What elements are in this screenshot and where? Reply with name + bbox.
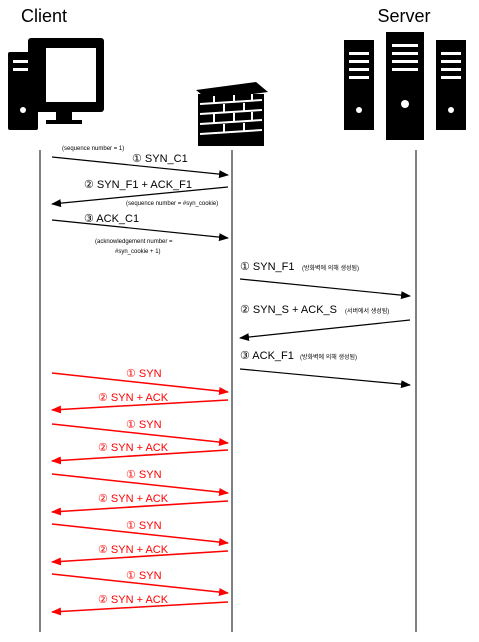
message-arrow: [51, 219, 229, 242]
flood-label: ① SYN: [126, 419, 162, 431]
server-rack-icon: [344, 32, 466, 140]
handshake-firewall-server: ① SYN_F1 (방화벽에 의해 생성됨) ② SYN_S + ACK_S (…: [239, 261, 411, 389]
flood-arrow: [51, 523, 229, 547]
message-note: (acknowledgement number =: [95, 239, 173, 245]
message-arrow: [51, 186, 229, 208]
syn-flood-sequence: ① SYN ② SYN + ACK ① SYN ② SYN + ACK ① SY…: [51, 368, 229, 616]
message-label: ③ ACK_C1: [84, 213, 139, 225]
message-label: ② SYN_S + ACK_S: [240, 304, 337, 316]
flood-label: ② SYN + ACK: [98, 493, 169, 505]
flood-label: ① SYN: [126, 520, 162, 532]
message-label: ③ ACK_F1: [240, 350, 294, 362]
handshake-client-firewall: (sequence number = 1) ① SYN_C1 ② SYN_F1 …: [51, 146, 229, 255]
flood-label: ① SYN: [126, 368, 162, 380]
flood-label: ② SYN + ACK: [98, 442, 169, 454]
flood-label: ① SYN: [126, 570, 162, 582]
message-label: ① SYN_F1: [240, 261, 295, 273]
flood-arrow: [51, 372, 229, 396]
flood-arrow: [51, 573, 229, 597]
message-arrow: [239, 278, 411, 300]
flood-arrow: [51, 601, 229, 616]
firewall-brick-wall-icon: [196, 82, 268, 146]
client-title: Client: [21, 6, 67, 26]
flood-arrow: [51, 449, 229, 465]
message-note: (서버에서 생성됨): [345, 307, 389, 315]
flood-arrow: [51, 473, 229, 497]
flood-label: ② SYN + ACK: [98, 544, 169, 556]
message-label: ① SYN_C1: [132, 153, 188, 165]
flood-label: ② SYN + ACK: [98, 594, 169, 606]
message-arrow: [51, 156, 229, 179]
message-label: ② SYN_F1 + ACK_F1: [84, 179, 192, 191]
flood-label: ① SYN: [126, 469, 162, 481]
message-note: #syn_cookie + 1): [115, 249, 161, 255]
flood-arrow: [51, 500, 229, 516]
message-note: (sequence number = #syn_cookie): [126, 201, 218, 207]
message-note: (sequence number = 1): [62, 146, 124, 152]
flood-arrow: [51, 399, 229, 414]
message-arrow: [239, 319, 411, 342]
message-note: (방화벽에 의해 생성됨): [302, 264, 359, 272]
desktop-computer-icon: [8, 38, 104, 130]
flood-label: ② SYN + ACK: [98, 392, 169, 404]
message-arrow: [239, 368, 411, 389]
server-title: Server: [377, 6, 430, 26]
flood-arrow: [51, 423, 229, 447]
message-note: (방화벽에 의해 생성됨): [300, 353, 357, 361]
flood-arrow: [51, 550, 229, 566]
